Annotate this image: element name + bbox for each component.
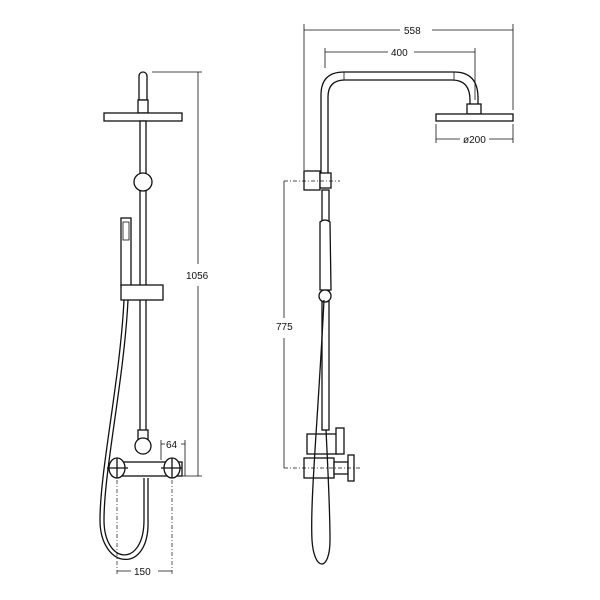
hand-shower [319,219,332,291]
wall-bracket [303,170,321,191]
dim-558-label: 558 [404,26,421,37]
hose-holder [318,289,332,303]
dim-1056-line [152,71,202,477]
rail-ball-joint [133,172,153,192]
top-cap [138,71,148,101]
bracket-collar [319,172,332,189]
side-view: 558 400 ø200 775 [276,24,514,565]
shower-arm-outer [320,71,479,180]
hose [99,299,149,560]
dim-1056-label: 1056 [186,271,209,282]
head-connector [137,99,149,114]
dim-400-line [324,48,476,100]
dim-150-label: 150 [134,567,151,578]
diverter-knob [335,427,345,455]
dim-200-line [435,124,514,143]
shower-arm-inner [327,79,471,180]
overhead-shower-head [435,113,514,122]
hand-shower [120,217,132,287]
overhead-shower-plate [103,112,183,122]
dim-64-label: 64 [166,440,178,451]
slide-bracket [120,284,164,301]
front-view: 1056 64 150 [99,71,209,578]
dim-200-label: ø200 [463,135,486,146]
dim-775-label: 775 [276,322,293,333]
dim-64-line [160,440,186,476]
riser-rail [321,189,330,431]
diverter-block [306,433,338,455]
hand-shower-nozzle [122,221,130,241]
hose-inner [103,299,145,556]
head-connector [466,103,482,115]
hose [311,299,331,565]
dim-400-label: 400 [391,48,408,59]
arm-bend-marks [343,72,455,80]
left-handle [107,457,128,479]
diverter [134,437,152,455]
dim-558-line [303,24,514,170]
right-handle [161,457,182,479]
